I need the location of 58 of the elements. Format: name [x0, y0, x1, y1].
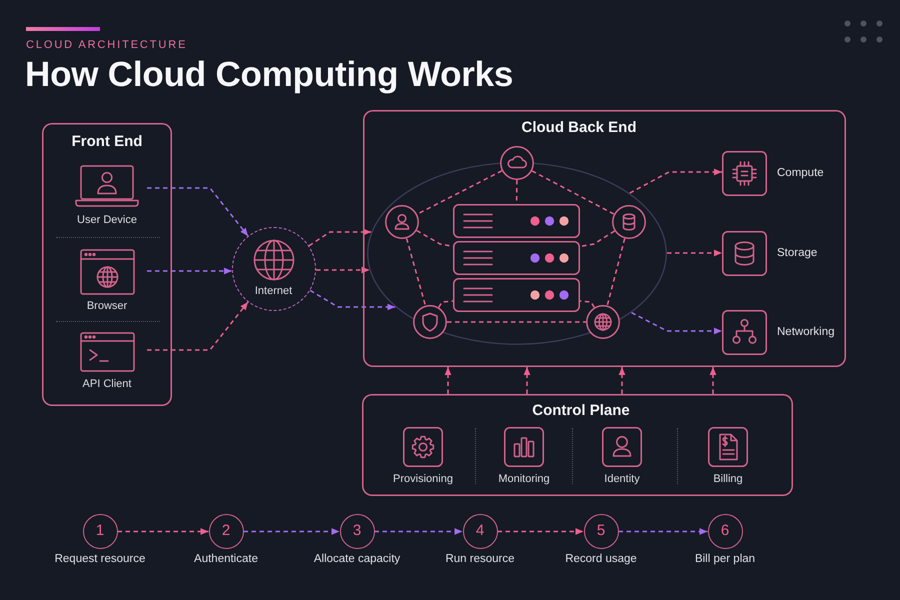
node-label: Billing	[713, 472, 743, 486]
step-number: 5	[584, 514, 618, 549]
panel-title: Cloud Back End	[522, 119, 636, 137]
arrow	[631, 312, 722, 334]
arrow	[618, 528, 708, 535]
group-panel	[363, 110, 846, 367]
panel-title: Control Plane	[532, 402, 630, 420]
dashed-line	[580, 300, 595, 308]
arrow	[444, 367, 452, 394]
arrow	[147, 187, 249, 236]
node-label: Identity	[604, 472, 640, 486]
arrow	[147, 302, 249, 351]
dashed-line	[606, 238, 626, 306]
arrow	[308, 228, 372, 246]
arrow	[618, 367, 626, 394]
node-label: Browser	[86, 299, 128, 313]
group-panel	[362, 394, 793, 496]
arrow	[316, 266, 370, 274]
node-label: Storage	[777, 246, 818, 260]
step-number: 4	[462, 514, 498, 549]
arrow	[498, 528, 584, 535]
node-label: User Device	[77, 213, 137, 227]
step-label: Allocate capacity	[314, 552, 400, 566]
dashed-line	[447, 321, 586, 323]
dashed-line	[532, 170, 614, 215]
node-label: Networking	[777, 325, 835, 339]
arrow	[374, 528, 462, 535]
step-number: 3	[340, 514, 374, 549]
page-title: How Cloud Computing Works	[25, 55, 514, 95]
step-label: Record usage	[565, 552, 637, 566]
step-label: Request resource	[54, 552, 146, 566]
group-panel	[42, 123, 172, 406]
step-number: 1	[82, 514, 118, 549]
step-label: Authenticate	[194, 552, 258, 566]
step-number: 2	[208, 514, 244, 549]
step-label: Run resource	[445, 552, 515, 566]
arrow	[244, 528, 340, 535]
arrow	[310, 290, 396, 310]
arrow	[118, 528, 208, 535]
node-label: Internet	[254, 284, 292, 298]
node-label: Provisioning	[393, 472, 453, 486]
step-label: Bill per plan	[694, 552, 756, 566]
hub-circle	[232, 227, 316, 311]
node-label: Monitoring	[498, 472, 550, 486]
node-label: Compute	[777, 166, 824, 180]
dashed-line	[438, 300, 454, 308]
dashed-line	[406, 238, 426, 306]
arrow	[710, 367, 716, 394]
node-label: API Client	[82, 377, 132, 391]
arrow	[629, 168, 722, 194]
section-kicker: CLOUD ARCHITECTURE	[26, 39, 188, 52]
arrow	[667, 250, 722, 256]
dashed-line	[580, 230, 615, 248]
arrow	[147, 268, 232, 274]
panel-title: Front End	[72, 133, 142, 151]
arrow	[524, 367, 530, 394]
step-number: 6	[708, 514, 742, 549]
dashed-line	[416, 170, 502, 215]
